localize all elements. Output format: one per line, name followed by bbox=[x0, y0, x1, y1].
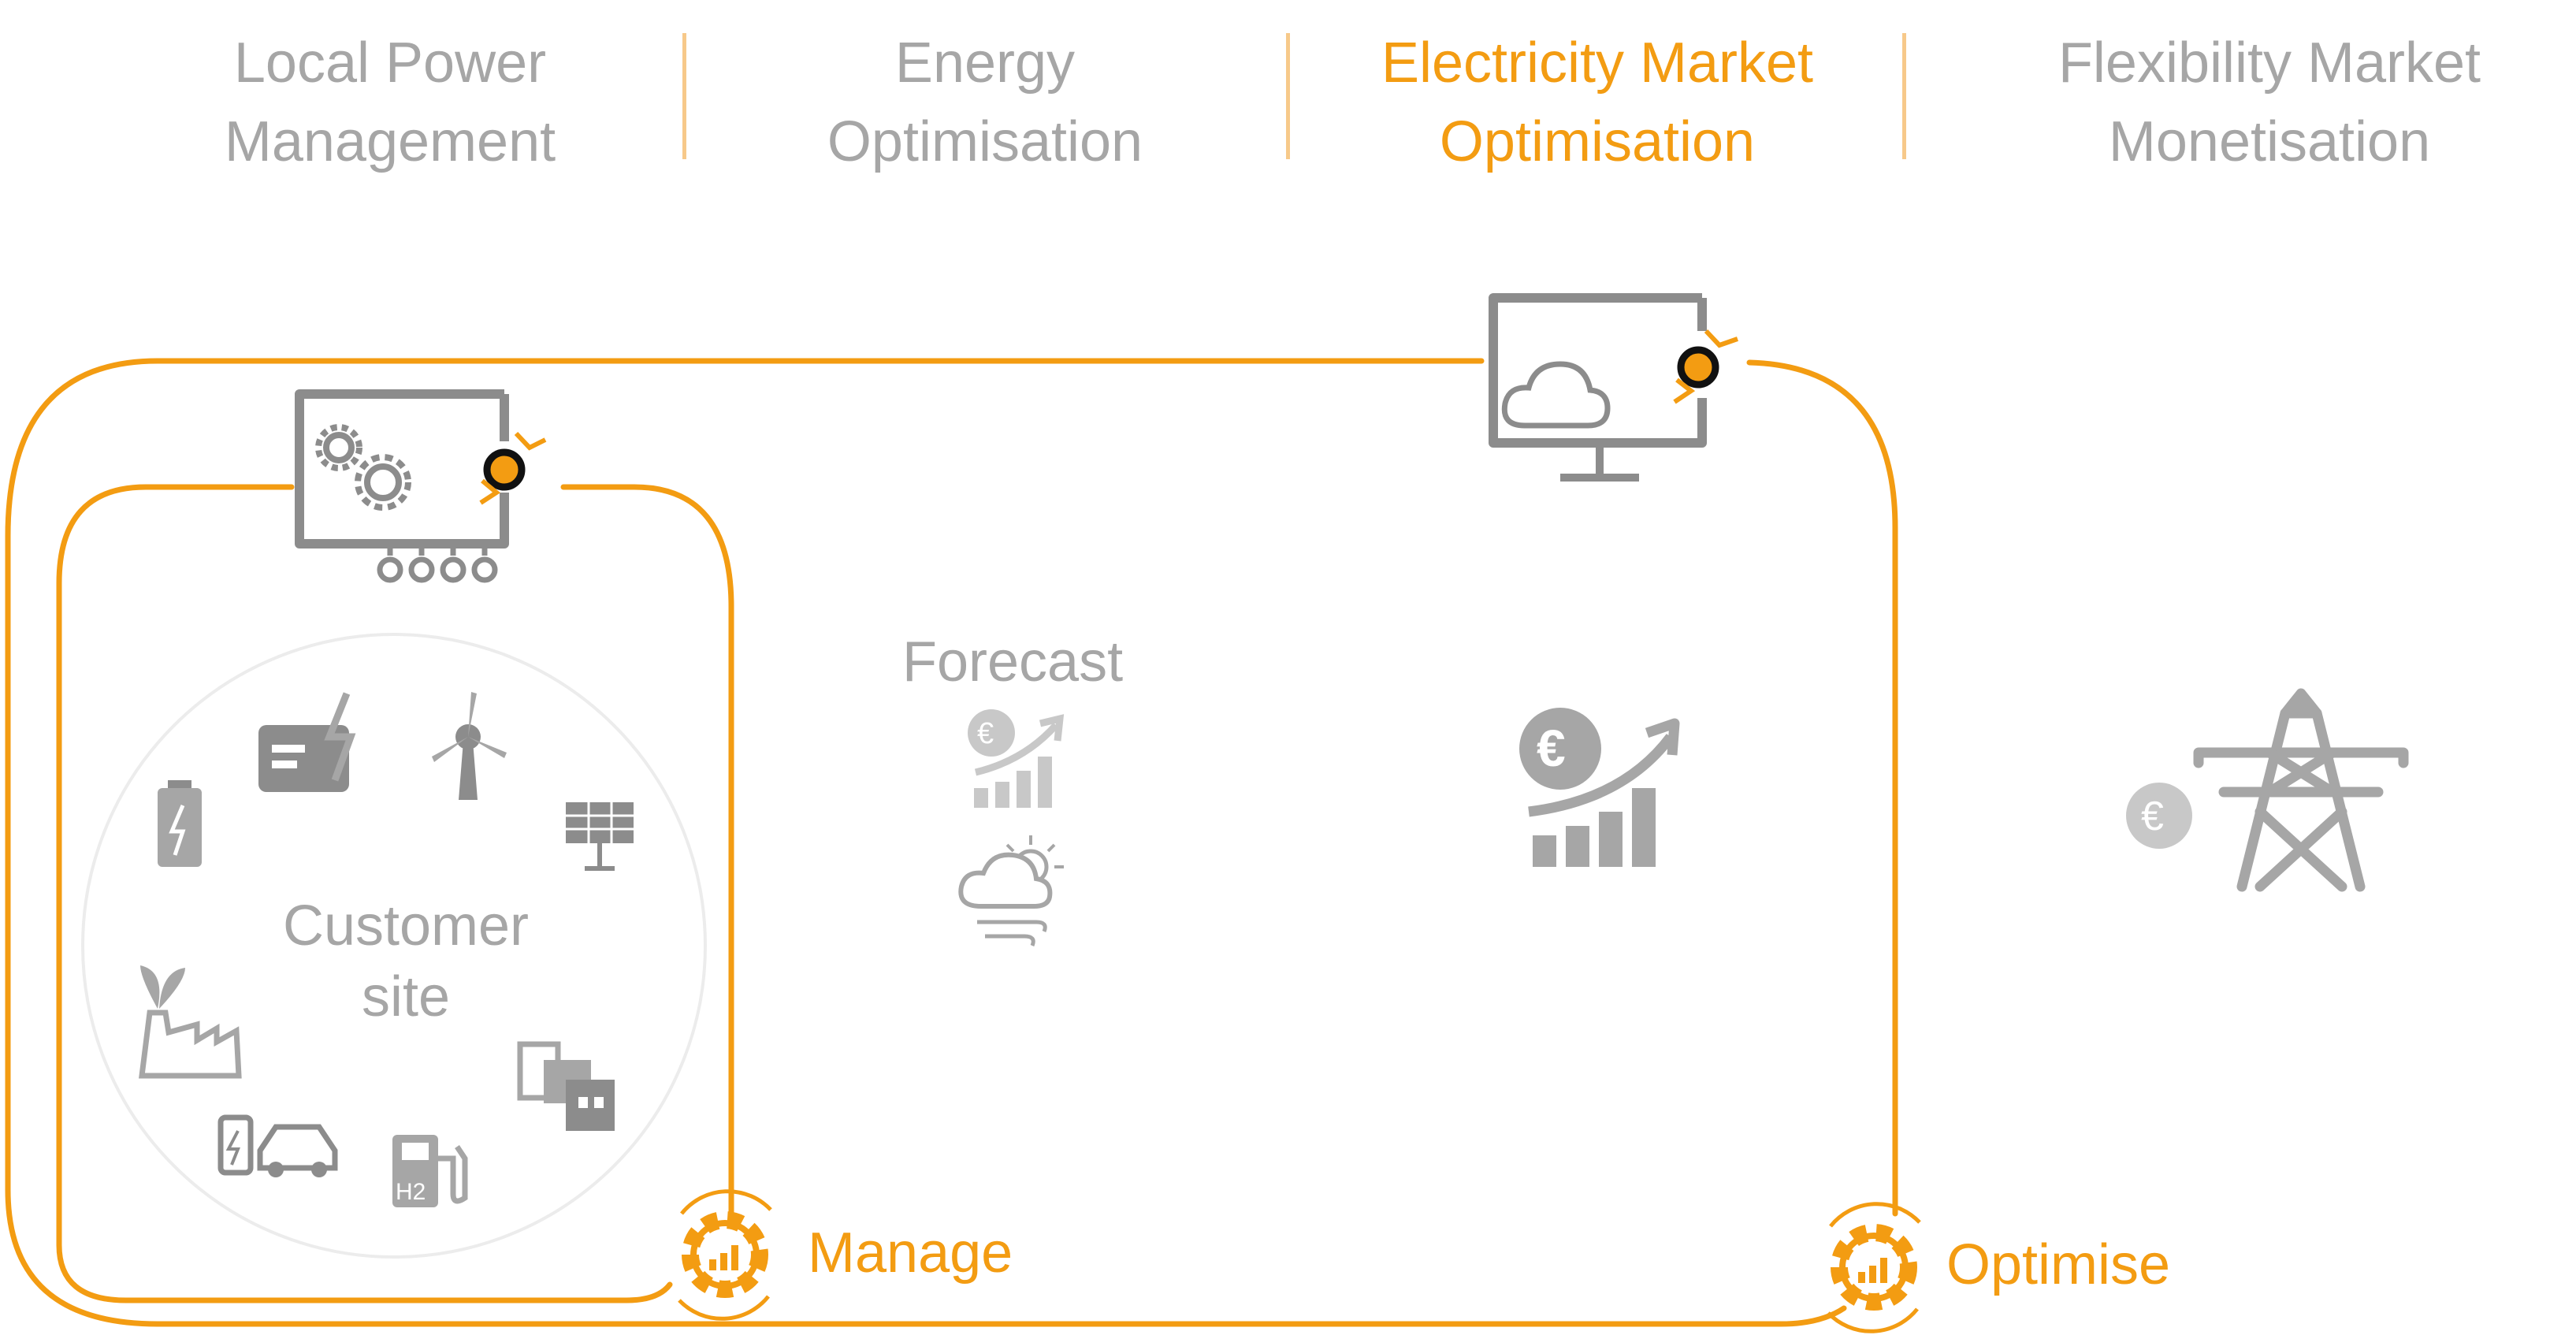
customer-site-circle bbox=[81, 633, 707, 1259]
tab-electricity-market-optimisation[interactable]: Electricity Market Optimisation bbox=[1345, 24, 1849, 181]
tab-line1: Electricity Market bbox=[1381, 32, 1814, 95]
customer-site-label: Customer site bbox=[260, 891, 552, 1032]
svg-text:€: € bbox=[2141, 794, 2164, 839]
optimise-gear-icon bbox=[1827, 1202, 1921, 1333]
euro-coin-icon: € bbox=[2126, 783, 2192, 849]
battery-icon bbox=[158, 780, 202, 867]
optimise-loop bbox=[5, 358, 1898, 1327]
tab-line2: Optimisation bbox=[1439, 110, 1756, 173]
tab-separator bbox=[1286, 33, 1290, 159]
hydrogen-station-icon: H2 bbox=[392, 1135, 468, 1207]
tab-line2: Optimisation bbox=[827, 110, 1143, 173]
optimise-label: Optimise bbox=[1946, 1233, 2171, 1296]
tab-local-power-management[interactable]: Local Power Management bbox=[138, 24, 642, 181]
tab-line1: Flexibility Market bbox=[2057, 32, 2481, 95]
tab-line2: Management bbox=[224, 110, 556, 173]
solar-panel-icon bbox=[566, 802, 634, 871]
manage-label: Manage bbox=[808, 1222, 1013, 1285]
tab-flexibility-market-monetisation[interactable]: Flexibility Market Monetisation bbox=[2017, 24, 2522, 181]
svg-text:€: € bbox=[977, 717, 994, 750]
tab-energy-optimisation[interactable]: Energy Optimisation bbox=[733, 24, 1237, 181]
customer-site-line2: site bbox=[361, 965, 451, 1028]
manage-loop bbox=[56, 484, 734, 1303]
cloud-monitor-icon bbox=[1489, 293, 1738, 482]
tab-line2: Monetisation bbox=[2108, 110, 2431, 173]
tab-line1: Energy bbox=[894, 32, 1076, 95]
customer-site-line1: Customer bbox=[282, 894, 530, 958]
site-controller-icon bbox=[295, 389, 547, 583]
wind-turbine-icon bbox=[432, 692, 507, 800]
generator-icon bbox=[258, 692, 356, 792]
buildings-icon bbox=[517, 1041, 615, 1131]
power-pylon-icon bbox=[2193, 688, 2409, 892]
h2-label: H2 bbox=[396, 1179, 426, 1205]
svg-text:€: € bbox=[1537, 719, 1566, 777]
manage-gear-icon bbox=[678, 1189, 772, 1321]
ev-charging-icon bbox=[217, 1114, 338, 1177]
green-factory-icon bbox=[139, 965, 242, 1079]
market-growth-icon: € bbox=[1519, 708, 1680, 867]
price-forecast-icon: € bbox=[968, 709, 1065, 808]
forecast-label: Forecast bbox=[902, 630, 1124, 694]
weather-icon bbox=[958, 835, 1064, 946]
tab-separator bbox=[682, 33, 686, 159]
tab-separator bbox=[1902, 33, 1906, 159]
tab-line1: Local Power bbox=[233, 32, 547, 95]
